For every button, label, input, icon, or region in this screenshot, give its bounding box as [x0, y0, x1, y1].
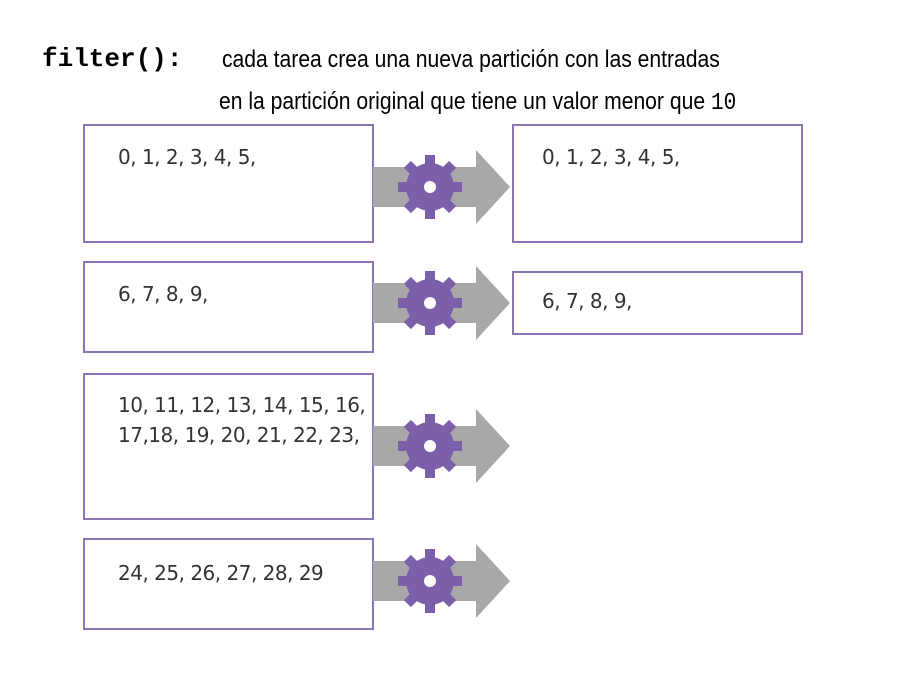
output-partition-1-values: 0, 1, 2, 3, 4, 5, — [542, 145, 680, 169]
input-partition-3-values: 10, 11, 12, 13, 14, 15, 16, 17,18, 19, 2… — [118, 393, 366, 447]
output-partition-2-values: 6, 7, 8, 9, — [542, 289, 632, 313]
gear-icon — [398, 414, 462, 478]
input-partition-1-values: 0, 1, 2, 3, 4, 5, — [118, 145, 256, 169]
description-line-2: en la partición original que tiene un va… — [219, 88, 736, 117]
output-partition-1 — [512, 124, 803, 243]
input-partition-1 — [83, 124, 374, 243]
input-partition-2-values: 6, 7, 8, 9, — [118, 282, 208, 306]
gear-icon — [398, 549, 462, 613]
task-arrow-1 — [373, 150, 510, 224]
description-line-2-text: en la partición original que tiene un va… — [219, 88, 711, 115]
task-arrow-4 — [373, 544, 510, 618]
gear-icon — [398, 271, 462, 335]
gear-icon — [398, 155, 462, 219]
task-arrow-2 — [373, 266, 510, 340]
description-line-1: cada tarea crea una nueva partición con … — [222, 46, 720, 73]
output-partition-2 — [512, 271, 803, 335]
function-name: filter(): — [42, 44, 183, 74]
input-partition-4 — [83, 538, 374, 630]
input-partition-2 — [83, 261, 374, 353]
task-arrow-3 — [373, 409, 510, 483]
threshold-value: 10 — [710, 90, 737, 117]
input-partition-4-values: 24, 25, 26, 27, 28, 29 — [118, 561, 324, 585]
input-partition-3 — [83, 373, 374, 520]
